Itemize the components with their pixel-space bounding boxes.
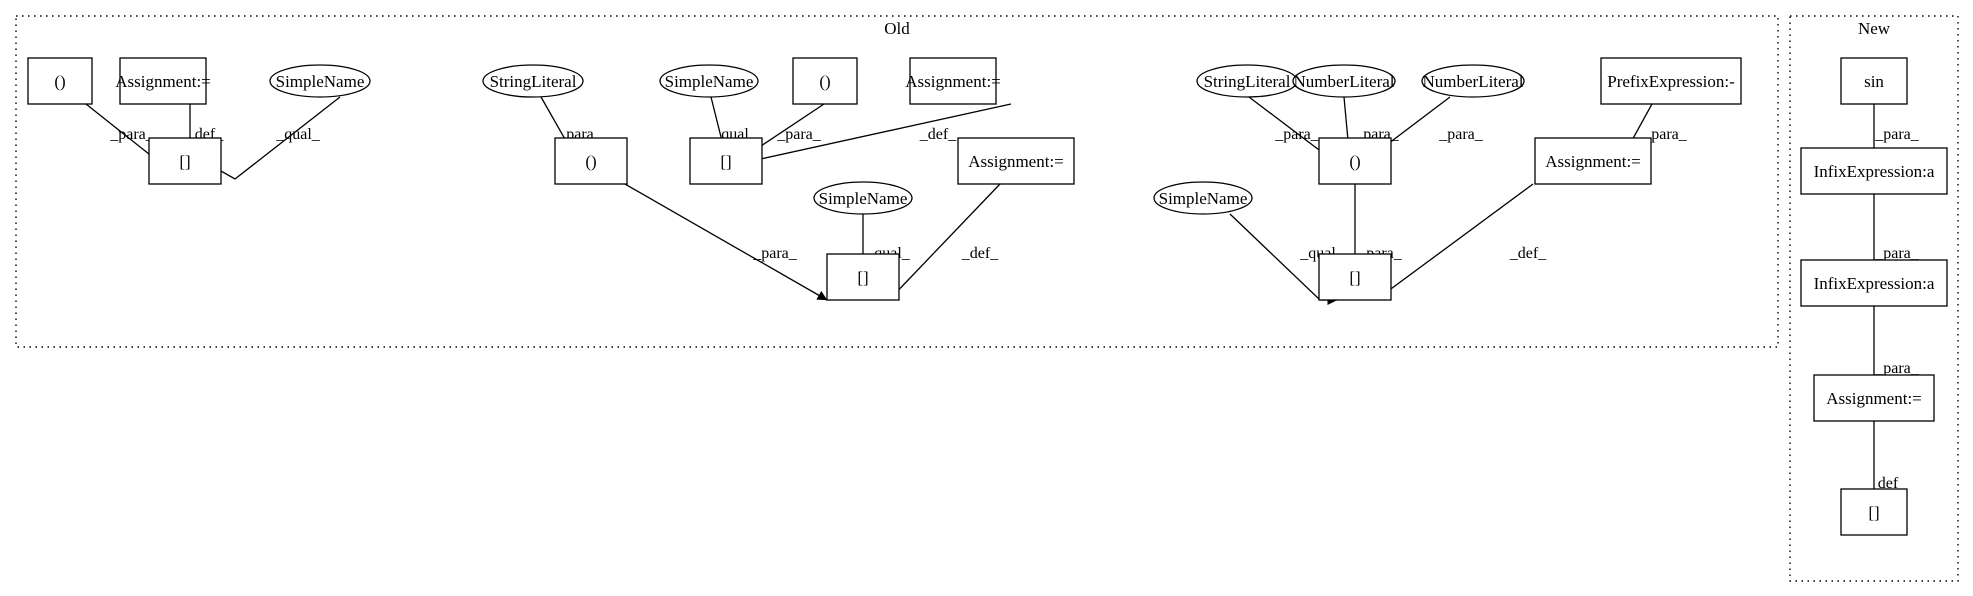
cluster-new-frame bbox=[1789, 15, 1959, 582]
node-o11-shape bbox=[813, 181, 913, 215]
node-o13-label: [] bbox=[857, 268, 868, 287]
node-n4-shape bbox=[1813, 374, 1935, 422]
node-o12-label: Assignment:= bbox=[968, 152, 1064, 171]
edge-label-n2-to-n3: _para_ bbox=[1874, 245, 1920, 262]
node-o4-label: [] bbox=[179, 152, 190, 171]
node-o6-label: () bbox=[585, 152, 596, 171]
edge-label-o9-to-o10: _def_ bbox=[919, 126, 957, 143]
edge-o20-to-o21 bbox=[1375, 183, 1534, 301]
node-o21-label: [] bbox=[1349, 268, 1360, 287]
cluster-new-label: New bbox=[1858, 19, 1891, 38]
node-o21-shape bbox=[1318, 253, 1392, 301]
node-n2-shape bbox=[1800, 147, 1948, 195]
edge-label-o8-to-o10: _para_ bbox=[776, 126, 822, 143]
edge-label-n3-to-n4: _para_ bbox=[1874, 360, 1920, 377]
node-o20-label: Assignment:= bbox=[1545, 152, 1641, 171]
node-o1-shape bbox=[27, 57, 93, 105]
node-o19-label: () bbox=[1349, 152, 1360, 171]
cluster-old-label: Old bbox=[884, 19, 910, 38]
node-n4-label: Assignment:= bbox=[1826, 389, 1922, 408]
node-n5-label: [] bbox=[1868, 503, 1879, 522]
node-n3-shape bbox=[1800, 259, 1948, 307]
cluster-old-frame bbox=[15, 15, 1779, 348]
edge-label-o6-to-o13: _para_ bbox=[752, 245, 798, 262]
node-o17-shape bbox=[1600, 57, 1742, 105]
edge-label-o17-to-o20: _para_ bbox=[1642, 126, 1688, 143]
edge-label-n4-to-n5: _def_ bbox=[1869, 475, 1907, 492]
node-o17-label: PrefixExpression:- bbox=[1607, 72, 1735, 91]
edge-label-n1-to-n2: _para_ bbox=[1874, 126, 1920, 143]
edge-label-o3-to-o4: _qual_ bbox=[275, 126, 321, 143]
node-n2-label: InfixExpression:a bbox=[1814, 162, 1935, 181]
node-o2-shape bbox=[119, 57, 207, 105]
node-o18-shape bbox=[1153, 181, 1253, 215]
edge-label-o20-to-o21: _def_ bbox=[1509, 245, 1547, 262]
edge-o1-to-o4 bbox=[85, 103, 160, 163]
node-o7-label: SimpleName bbox=[665, 72, 754, 91]
node-o1-label: () bbox=[54, 72, 65, 91]
node-o6-shape bbox=[554, 137, 628, 185]
edge-label-o1-to-o4: _para_ bbox=[109, 126, 155, 143]
node-o8-shape bbox=[792, 57, 858, 105]
edge-label-o14-to-o19: _para_ bbox=[1274, 126, 1320, 143]
node-o15-shape bbox=[1292, 64, 1396, 98]
node-n3-label: InfixExpression:a bbox=[1814, 274, 1935, 293]
node-o11-label: SimpleName bbox=[819, 189, 908, 208]
node-o15-label: NumberLiteral bbox=[1293, 72, 1394, 91]
node-o4-shape bbox=[148, 137, 222, 185]
node-o9-shape bbox=[909, 57, 997, 105]
node-o9-label: Assignment:= bbox=[905, 72, 1001, 91]
node-n1-label: sin bbox=[1864, 72, 1884, 91]
node-o5-label: StringLiteral bbox=[490, 72, 577, 91]
node-o5-shape bbox=[482, 64, 584, 98]
edge-o9-to-o10 bbox=[746, 103, 1012, 165]
node-o8-label: () bbox=[819, 72, 830, 91]
node-o10-shape bbox=[689, 137, 763, 185]
node-o7-shape bbox=[659, 64, 759, 98]
node-o2-label: Assignment:= bbox=[115, 72, 211, 91]
node-o3-shape bbox=[269, 64, 371, 98]
node-n1-shape bbox=[1840, 57, 1908, 105]
node-o10-label: [] bbox=[720, 152, 731, 171]
edge-o6-to-o13 bbox=[624, 183, 828, 301]
node-o13-shape bbox=[826, 253, 900, 301]
node-o16-shape bbox=[1421, 64, 1525, 98]
edge-label-o12-to-o13: _def_ bbox=[961, 245, 999, 262]
node-n5-shape bbox=[1840, 488, 1908, 536]
edge-label-o16-to-o19: _para_ bbox=[1438, 126, 1484, 143]
edge-o12-to-o13 bbox=[888, 183, 1001, 301]
node-o14-label: StringLiteral bbox=[1204, 72, 1291, 91]
node-o3-label: SimpleName bbox=[276, 72, 365, 91]
node-o20-shape bbox=[1534, 137, 1652, 185]
node-o19-shape bbox=[1318, 137, 1392, 185]
node-o16-label: NumberLiteral bbox=[1422, 72, 1523, 91]
node-o12-shape bbox=[957, 137, 1075, 185]
node-o18-label: SimpleName bbox=[1159, 189, 1248, 208]
